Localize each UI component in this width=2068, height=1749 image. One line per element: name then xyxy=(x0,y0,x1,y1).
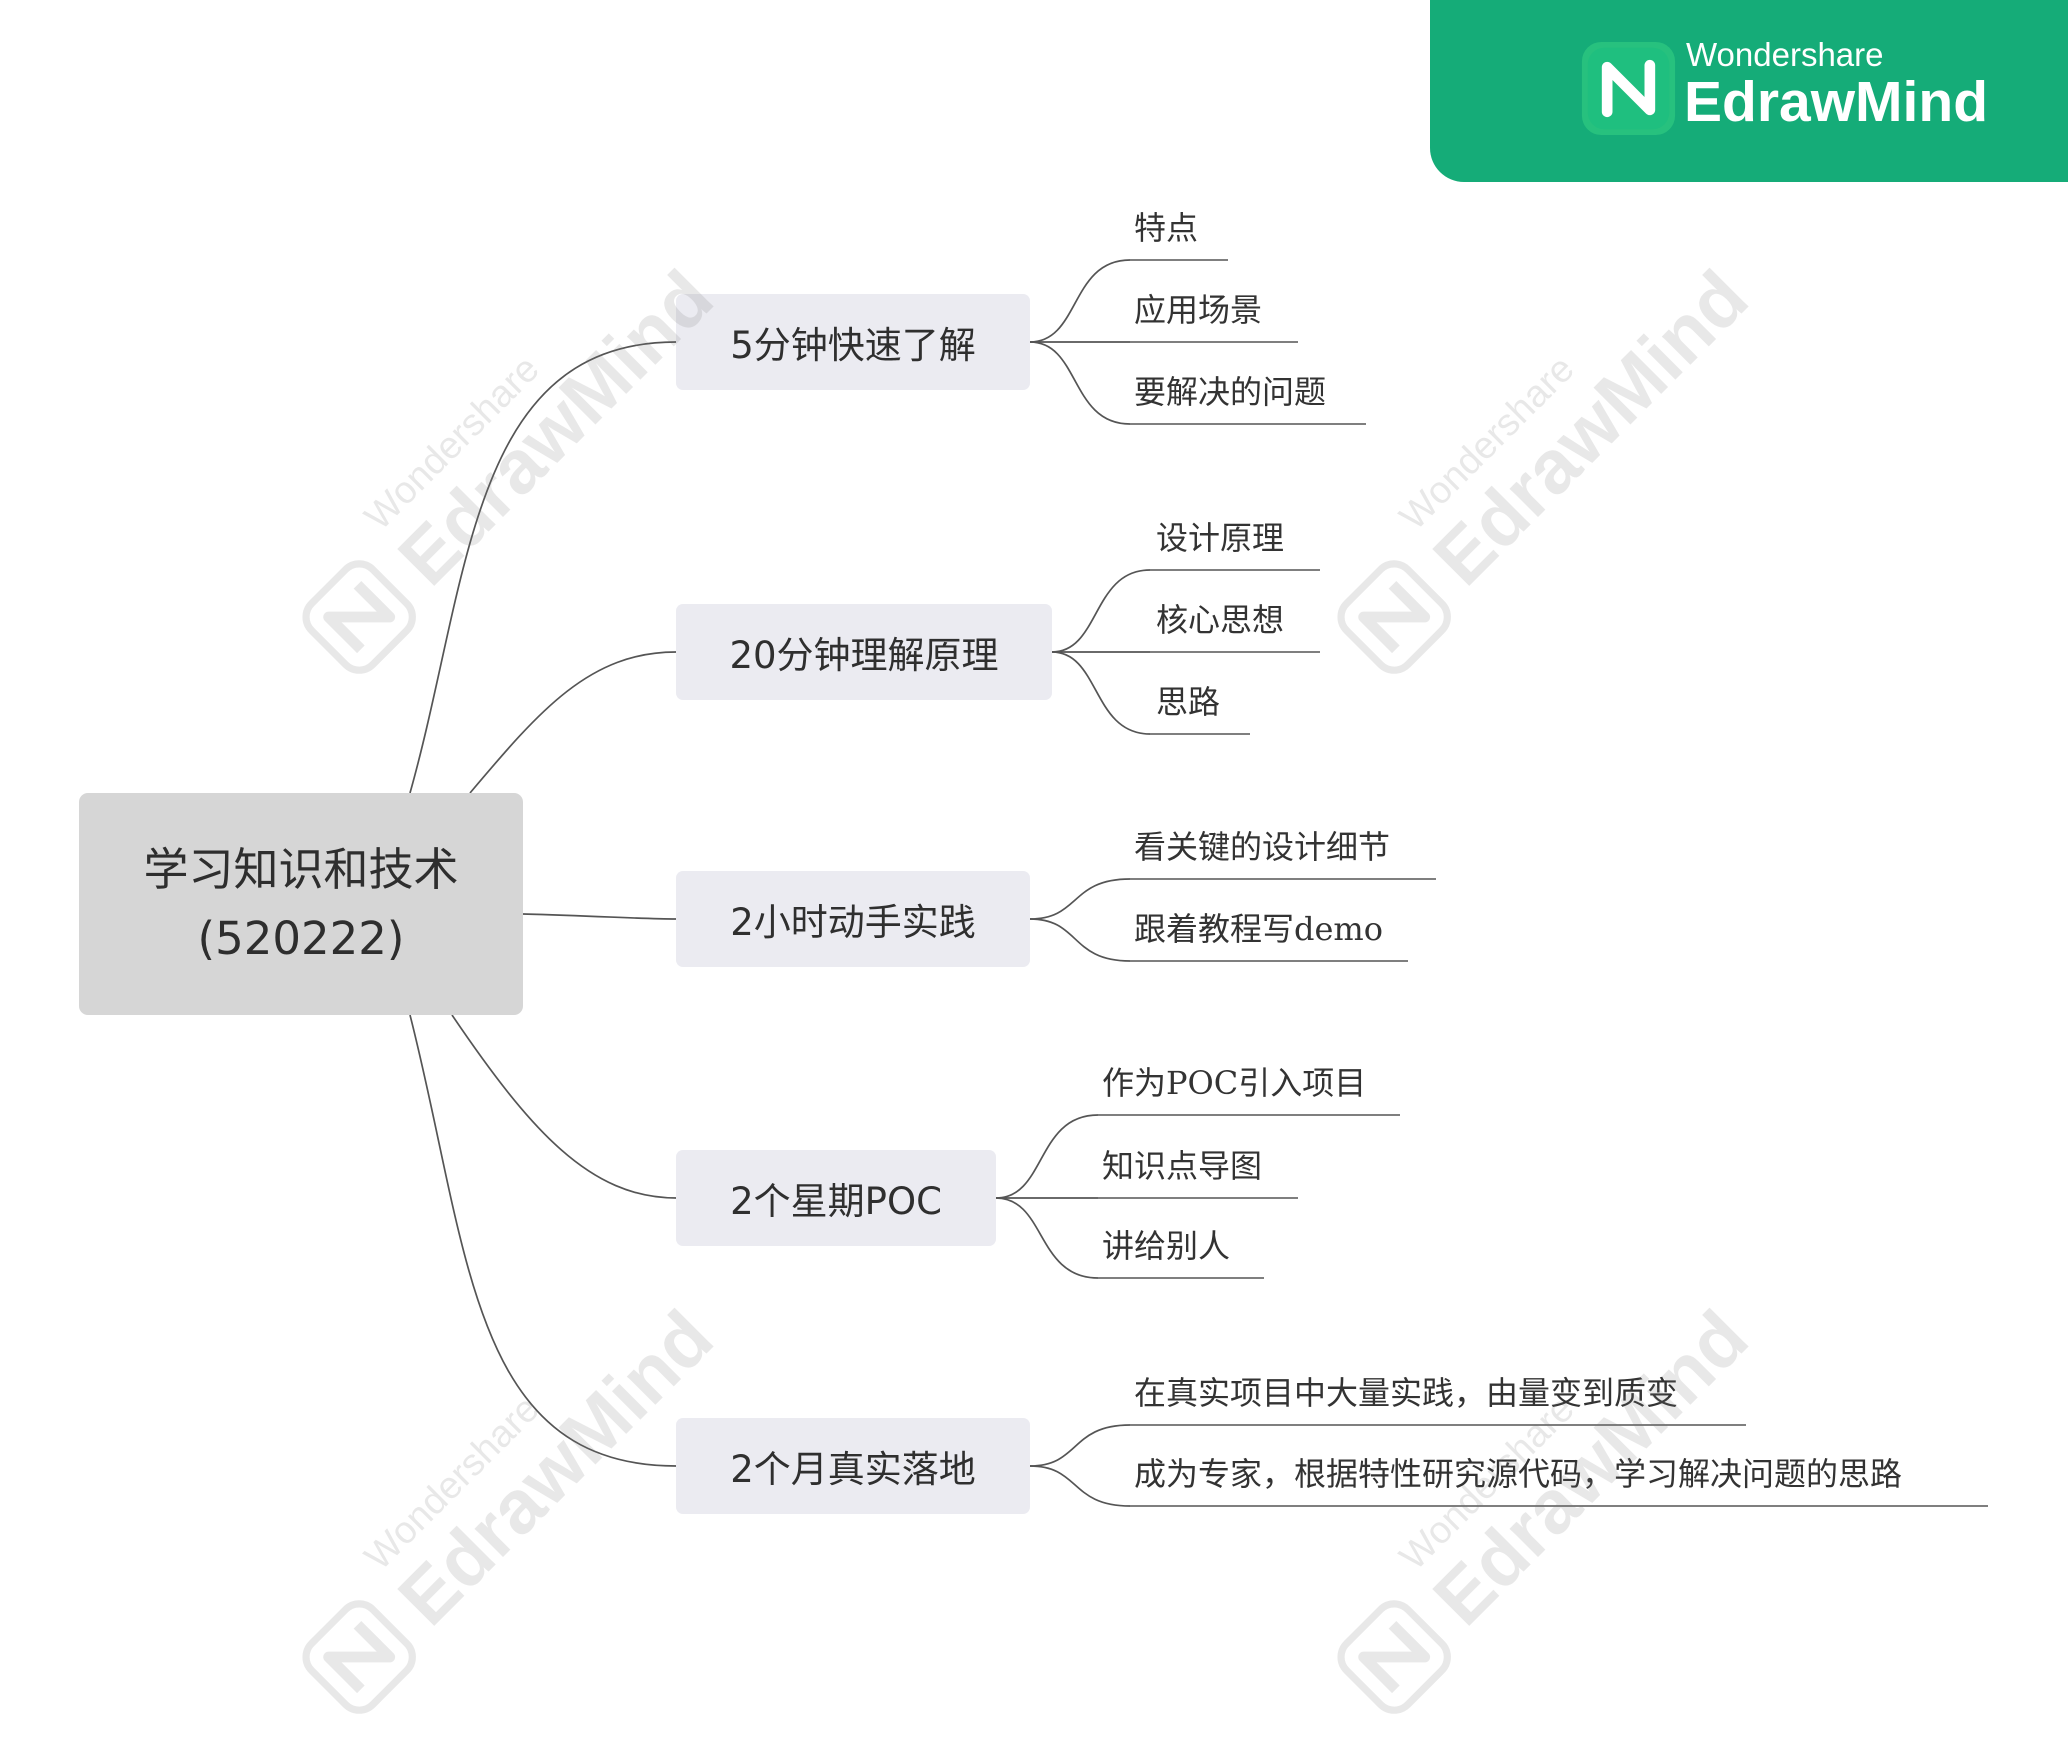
branch-topic-label: 20分钟理解原理 xyxy=(729,634,999,677)
connector-root-branch-4 xyxy=(451,1014,677,1199)
branch-topic-label: 2小时动手实践 xyxy=(730,901,976,944)
branch-topic-label: 5分钟快速了解 xyxy=(730,324,976,367)
connector-b1-c3 xyxy=(1029,341,1131,425)
subtopic-b4-1[interactable]: 作为POC引入项目 xyxy=(1102,1064,1367,1102)
branch-topic-4[interactable]: 2个星期POC xyxy=(676,1150,996,1246)
branch-topic-3[interactable]: 2小时动手实践 xyxy=(676,871,1030,967)
connector-root-branch-3 xyxy=(522,913,677,920)
subtopic-b5-2[interactable]: 成为专家，根据特性研究源代码，学习解决问题的思路 xyxy=(1134,1455,1903,1493)
mindmap-canvas: 学习知识和技术 (520222) 5分钟快速了解 20分钟理解原理 2小时动手实… xyxy=(79,0,2068,1714)
brand-badge: Wondershare EdrawMind xyxy=(1430,0,2068,182)
brand-product: EdrawMind xyxy=(1684,70,1989,134)
branch-topic-2[interactable]: 20分钟理解原理 xyxy=(676,604,1052,700)
connector-b2-c3 xyxy=(1051,651,1151,735)
subtopic-b1-2[interactable]: 应用场景 xyxy=(1134,291,1263,329)
connector-lines xyxy=(409,259,1988,1507)
brand-vendor: Wondershare xyxy=(1686,36,1884,73)
subtopic-b1-1[interactable]: 特点 xyxy=(1134,209,1199,247)
connector-b1-c1 xyxy=(1029,259,1131,343)
connector-b2-c1 xyxy=(1051,569,1151,653)
root-topic[interactable]: 学习知识和技术 (520222) xyxy=(79,793,523,1015)
root-topic-code: (520222) xyxy=(197,912,405,965)
branch-topic-label: 2个月真实落地 xyxy=(730,1448,976,1491)
connector-root-branch-5 xyxy=(409,1014,677,1467)
subtopic-b4-2[interactable]: 知识点导图 xyxy=(1102,1147,1263,1185)
subtopic-b3-2[interactable]: 跟着教程写demo xyxy=(1134,910,1384,948)
branch-topic-1[interactable]: 5分钟快速了解 xyxy=(676,294,1030,390)
edrawmind-watermark-icon xyxy=(302,1600,416,1714)
connector-root-branch-2 xyxy=(469,651,677,794)
edrawmind-watermark-icon xyxy=(1337,1600,1451,1714)
connector-b4-c3 xyxy=(995,1197,1099,1279)
connector-b5-c2 xyxy=(1029,1465,1131,1507)
subtopic-b5-1[interactable]: 在真实项目中大量实践，由量变到质变 xyxy=(1134,1374,1679,1412)
subtopic-b2-2[interactable]: 核心思想 xyxy=(1156,601,1285,639)
branch-topic-5[interactable]: 2个月真实落地 xyxy=(676,1418,1030,1514)
subtopic-b1-3[interactable]: 要解决的问题 xyxy=(1134,373,1327,411)
connector-b4-c1 xyxy=(995,1114,1099,1199)
subtopic-b4-3[interactable]: 讲给别人 xyxy=(1102,1227,1231,1265)
connector-b3-c2 xyxy=(1029,918,1131,962)
connector-b3-c1 xyxy=(1029,878,1131,920)
subtopic-b2-1[interactable]: 设计原理 xyxy=(1156,519,1285,557)
connector-root-branch-1 xyxy=(409,341,677,794)
branch-topic-label: 2个星期POC xyxy=(730,1180,942,1223)
connector-b5-c1 xyxy=(1029,1424,1131,1467)
subtopic-b2-3[interactable]: 思路 xyxy=(1156,683,1221,721)
edrawmind-logo-icon xyxy=(1581,41,1676,136)
root-topic-title: 学习知识和技术 xyxy=(143,843,459,896)
subtopic-b3-1[interactable]: 看关键的设计细节 xyxy=(1134,828,1391,866)
